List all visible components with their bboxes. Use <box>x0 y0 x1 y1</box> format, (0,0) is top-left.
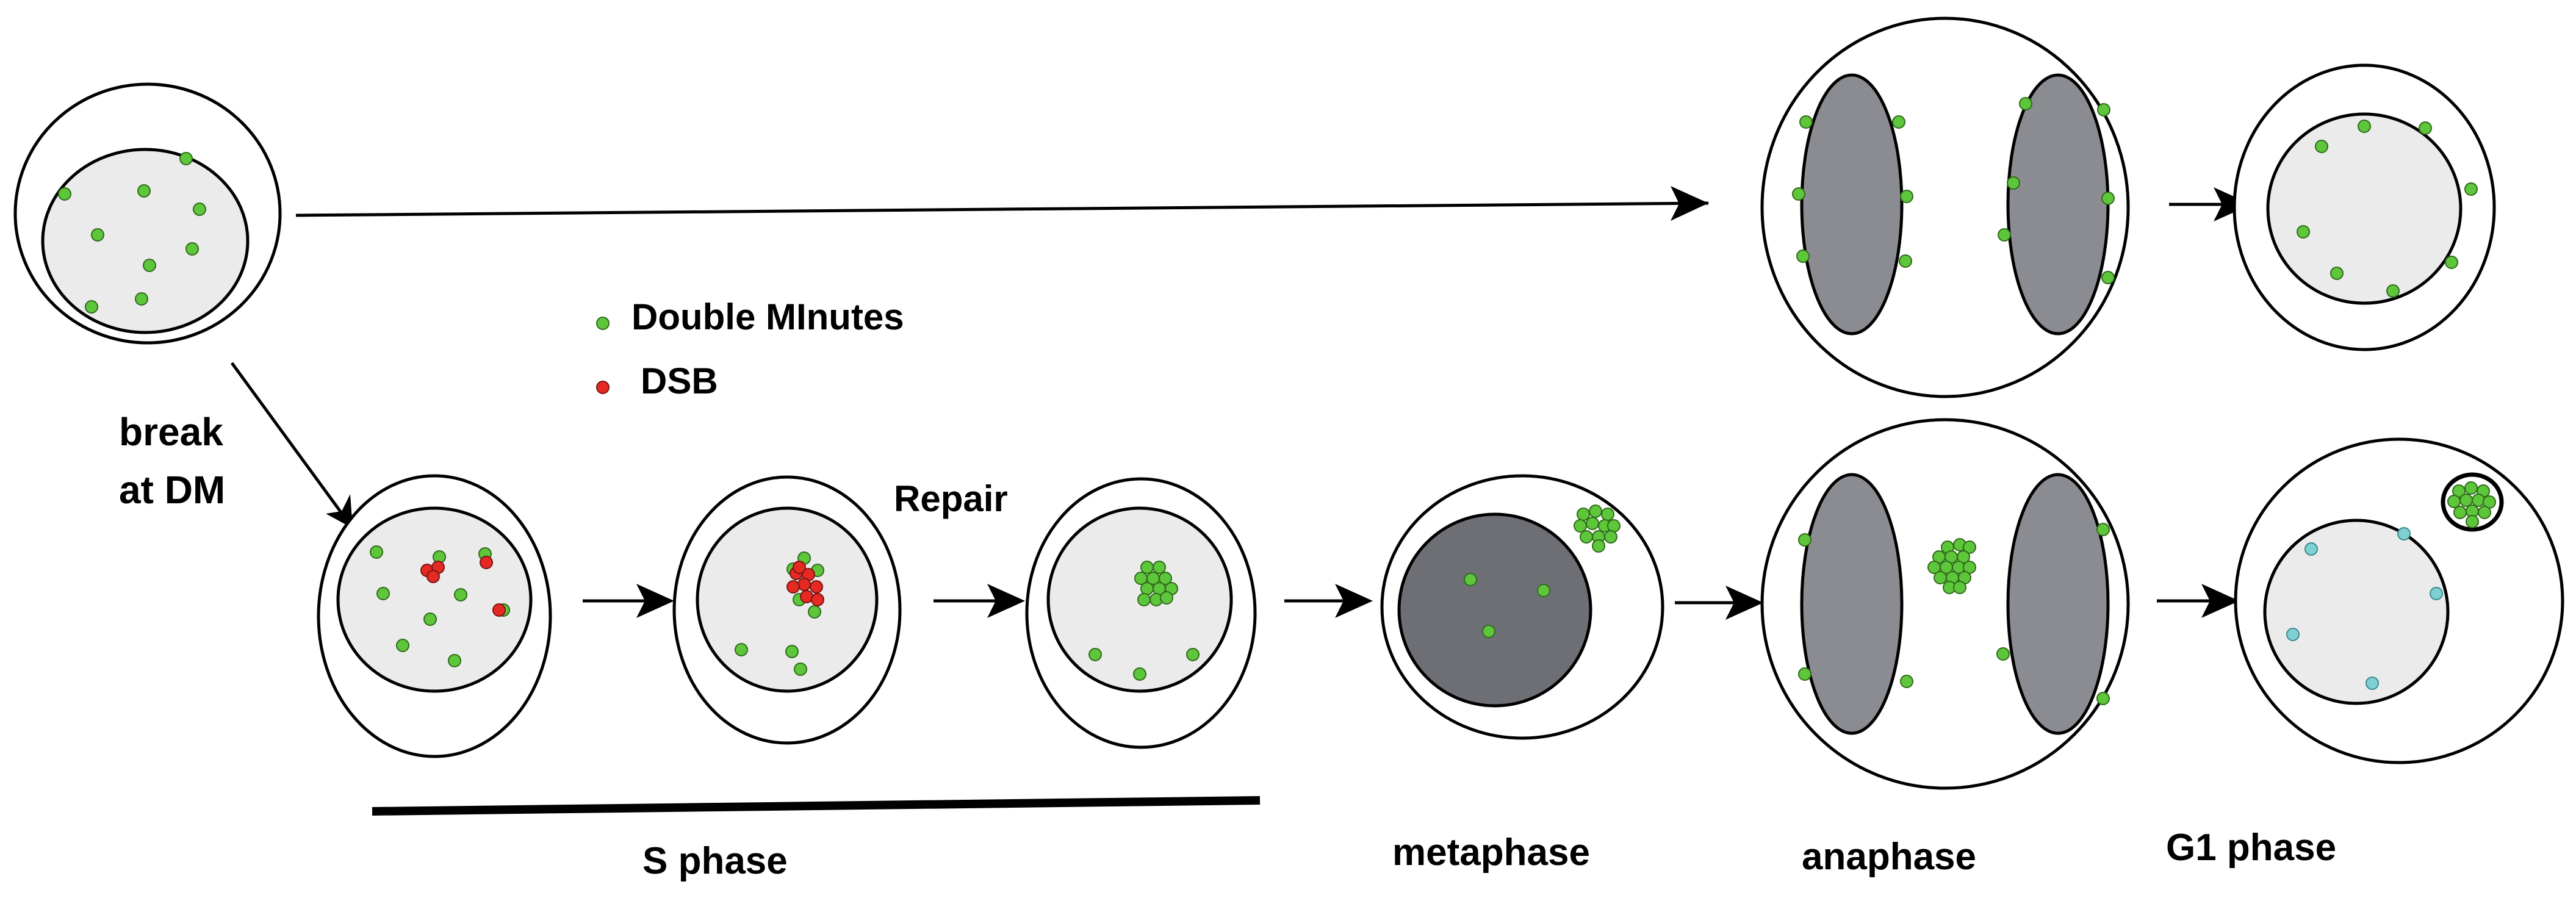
cell-bottom-anaphase <box>1760 418 2130 790</box>
cell-s-phase-break <box>317 474 552 758</box>
cell-s-phase-cluster <box>672 475 902 745</box>
cell-bottom-g1 <box>2234 437 2564 764</box>
arrowhead-s2-to-s3 <box>987 584 1025 618</box>
arrowhead-top-to-g1 <box>2214 187 2251 221</box>
double-minutes <box>58 152 206 314</box>
cell-top-g1 <box>2232 63 2496 351</box>
legend: Double MInutes DSB <box>596 296 904 401</box>
dsb-marks <box>420 556 506 617</box>
arrowhead-metaphase-to-anaphase <box>1725 586 1763 620</box>
legend-label-dsb: DSB <box>641 361 718 401</box>
dsb-marks <box>786 561 824 606</box>
nucleus <box>2263 519 2450 705</box>
label-s-phase: S phase <box>642 840 788 882</box>
arrowhead-s1-to-s2 <box>636 584 674 618</box>
arrow-break-to-s-phase <box>230 362 350 523</box>
legend-swatch-double-minutes <box>596 317 610 330</box>
double-minutes <box>1798 523 2110 705</box>
s-phase-bar <box>372 796 1261 816</box>
label-metaphase: metaphase <box>1392 831 1590 874</box>
legend-swatch-dsb <box>596 381 610 394</box>
legend-label-double-minutes: Double MInutes <box>631 296 904 337</box>
arrowhead-anaphase-to-g1 <box>2201 584 2239 618</box>
label-anaphase: anaphase <box>1802 836 1976 878</box>
chromatin-left <box>1800 73 1904 336</box>
arrowhead-s3-to-metaphase <box>1335 584 1373 618</box>
labels: break at DM Repair S phase metaphase ana… <box>119 410 2336 882</box>
g1-markers <box>2286 527 2443 690</box>
label-g1-phase: G1 phase <box>2166 827 2336 869</box>
cell-metaphase <box>1380 474 1664 740</box>
chromatin-left <box>1800 473 1904 735</box>
double-minutes <box>2297 120 2478 298</box>
cell-initial <box>13 82 282 345</box>
chromatin-right <box>2006 473 2110 735</box>
nucleus <box>41 148 250 334</box>
cell-s-phase-repair <box>1025 477 1257 749</box>
arrowhead-top-long <box>1671 186 1708 221</box>
double-minutes <box>2447 481 2496 528</box>
cell-top-anaphase <box>1760 16 2130 398</box>
nucleus <box>336 506 533 693</box>
double-minutes <box>1792 97 2115 284</box>
arrowheads <box>326 186 2251 620</box>
chromatin-right <box>2006 73 2110 336</box>
nucleus <box>696 506 879 693</box>
nucleus <box>2266 112 2463 305</box>
chromatin <box>1397 512 1592 708</box>
label-break: break <box>119 410 223 454</box>
double-minutes <box>1088 561 1200 681</box>
label-repair: Repair <box>894 478 1008 519</box>
double-minutes <box>1464 504 1621 638</box>
arrows <box>230 198 2245 605</box>
arrow-top-long <box>295 198 1709 217</box>
label-at-dm: at DM <box>119 468 225 512</box>
arrowhead-break-to-s-phase <box>326 494 353 528</box>
